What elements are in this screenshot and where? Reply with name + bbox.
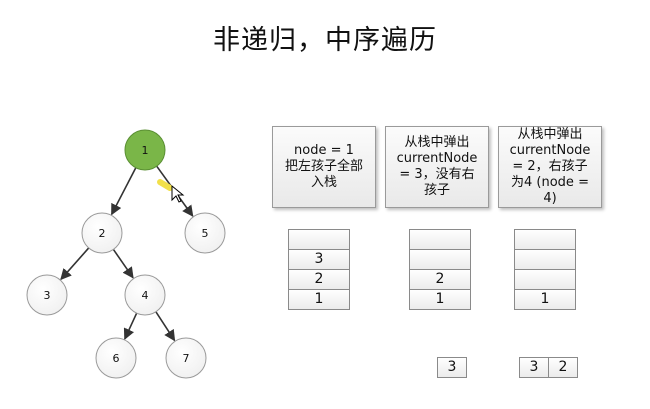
tree-node-4: 4	[124, 274, 166, 316]
output-cell: 2	[548, 357, 578, 378]
stack-cell	[514, 249, 576, 270]
tree-edge-4-6	[123, 312, 138, 340]
stack-cell	[409, 249, 471, 270]
stack-cell: 3	[288, 249, 350, 270]
step-note-3: 从栈中弹出 currentNode = 2，右孩子 为4 (node = 4)	[498, 126, 602, 208]
stack-cell: 2	[288, 269, 350, 290]
tree-node-label: 2	[99, 227, 106, 240]
tree-node-5: 5	[184, 212, 226, 254]
stack-cell	[514, 229, 576, 250]
output-cell: 3	[437, 357, 467, 378]
tree-node-label: 4	[142, 289, 149, 302]
tree-edge-2-3	[60, 247, 90, 281]
step-note-1: node = 1 把左孩子全部 入栈	[272, 126, 376, 208]
stack-3: 1	[514, 229, 576, 310]
tree-edge-2-4	[112, 248, 134, 279]
stack-cell	[288, 229, 350, 250]
tree-edge-1-2	[110, 167, 137, 216]
output-sequence-2: 3	[437, 357, 467, 378]
mouse-cursor-icon	[157, 179, 185, 203]
tree-node-7: 7	[165, 337, 207, 379]
stack-cell	[409, 229, 471, 250]
step-note-2: 从栈中弹出 currentNode = 3，没有右 孩子	[385, 126, 489, 208]
tree-node-label: 5	[202, 227, 209, 240]
stack-2: 2 1	[409, 229, 471, 310]
output-sequence-3: 3 2	[519, 357, 578, 378]
stack-cell: 1	[514, 289, 576, 310]
page-title: 非递归，中序遍历	[213, 25, 437, 56]
tree-node-label: 3	[44, 289, 51, 302]
tree-node-1: 1	[124, 129, 166, 171]
tree-node-3: 3	[26, 274, 68, 316]
stack-cell: 1	[288, 289, 350, 310]
tree-node-2: 2	[81, 212, 123, 254]
tree-node-label: 6	[113, 352, 120, 365]
tree-node-label: 7	[183, 352, 190, 365]
stack-cell	[514, 269, 576, 290]
stack-cell: 1	[409, 289, 471, 310]
tree-node-label: 1	[142, 144, 149, 157]
tree-edge-4-7	[155, 311, 176, 342]
stack-1: 3 2 1	[288, 229, 350, 310]
tree-node-6: 6	[95, 337, 137, 379]
stack-cell: 2	[409, 269, 471, 290]
output-cell: 3	[519, 357, 549, 378]
